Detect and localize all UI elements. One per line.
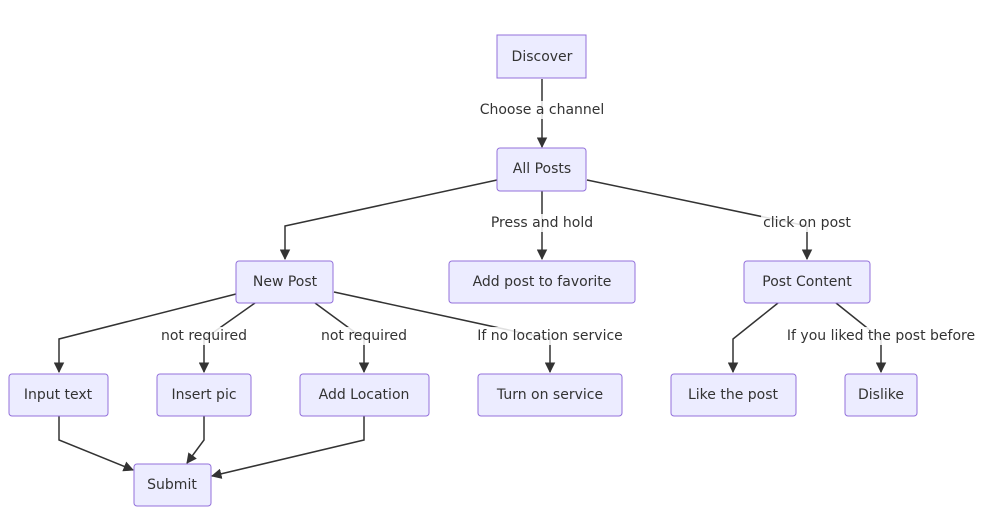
node-turn-on-service[interactable]: Turn on service bbox=[477, 373, 623, 417]
edge-label-no-location: If no location service bbox=[477, 328, 623, 344]
edge-label-background bbox=[761, 214, 854, 232]
node-discover-label: Discover bbox=[512, 49, 573, 65]
edge-label-pic-not-required: not required bbox=[161, 328, 247, 344]
edge-allposts-newpost bbox=[279, 179, 498, 261]
edge-label-loc-not-required: not required bbox=[321, 328, 407, 344]
node-new-post-label: New Post bbox=[253, 274, 318, 290]
node-new-post[interactable]: New Post bbox=[235, 260, 334, 304]
edge-label-background bbox=[318, 327, 410, 345]
node-dislike-label: Dislike bbox=[858, 387, 904, 403]
edge-label-background bbox=[488, 214, 596, 232]
node-submit[interactable]: Submit bbox=[133, 463, 212, 507]
edge-label-background bbox=[158, 327, 250, 345]
node-add-favorite-label: Add post to favorite bbox=[473, 274, 612, 290]
edge-label-background bbox=[784, 327, 978, 345]
edge-postcontent-like bbox=[727, 302, 779, 374]
node-discover[interactable]: Discover bbox=[496, 34, 587, 79]
node-like-post-label: Like the post bbox=[688, 387, 779, 403]
edge-label-liked-before: If you liked the post before bbox=[787, 328, 975, 344]
edge-label-choose-channel: Choose a channel bbox=[480, 102, 605, 118]
node-dislike[interactable]: Dislike bbox=[844, 373, 918, 417]
node-all-posts-label: All Posts bbox=[513, 161, 571, 177]
node-add-location-label: Add Location bbox=[319, 387, 410, 403]
node-add-favorite[interactable]: Add post to favorite bbox=[448, 260, 636, 304]
edge-label-background bbox=[477, 101, 607, 119]
node-input-text[interactable]: Input text bbox=[8, 373, 109, 417]
node-like-post[interactable]: Like the post bbox=[670, 373, 797, 417]
node-input-text-label: Input text bbox=[24, 387, 93, 403]
edge-insertpic-submit bbox=[186, 416, 205, 464]
edge-label-background bbox=[475, 327, 625, 345]
node-turn-on-service-label: Turn on service bbox=[496, 387, 603, 403]
edge-addlocation-submit bbox=[210, 416, 365, 479]
node-post-content-label: Post Content bbox=[762, 274, 852, 290]
edge-labels: Choose a channel Press and hold click on… bbox=[158, 101, 978, 345]
node-insert-pic-label: Insert pic bbox=[171, 387, 236, 403]
node-insert-pic[interactable]: Insert pic bbox=[156, 373, 252, 417]
node-post-content[interactable]: Post Content bbox=[743, 260, 871, 304]
node-submit-label: Submit bbox=[147, 477, 197, 493]
node-add-location[interactable]: Add Location bbox=[299, 373, 430, 417]
edge-newpost-inputtext bbox=[53, 293, 237, 374]
edge-label-press-hold: Press and hold bbox=[491, 215, 593, 231]
nodes: Discover All Posts New Post Add post to … bbox=[8, 34, 918, 507]
edge-label-click-post: click on post bbox=[763, 215, 851, 231]
node-all-posts[interactable]: All Posts bbox=[496, 147, 587, 192]
edge-inputtext-submit bbox=[58, 416, 134, 472]
